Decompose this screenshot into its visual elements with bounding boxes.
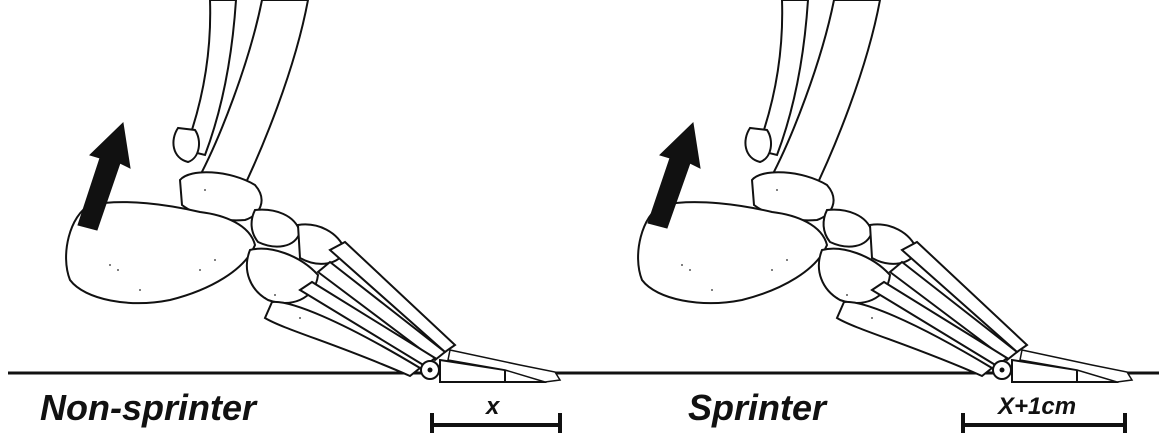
non-sprinter-label: Non-sprinter [40, 390, 256, 426]
sprinter-label: Sprinter [688, 390, 826, 426]
non-sprinter-measure-label: x [486, 395, 499, 419]
sprinter-measure-label: X+1cm [998, 395, 1076, 419]
non-sprinter-foot [66, 0, 560, 382]
sprinter-foot [638, 0, 1132, 382]
